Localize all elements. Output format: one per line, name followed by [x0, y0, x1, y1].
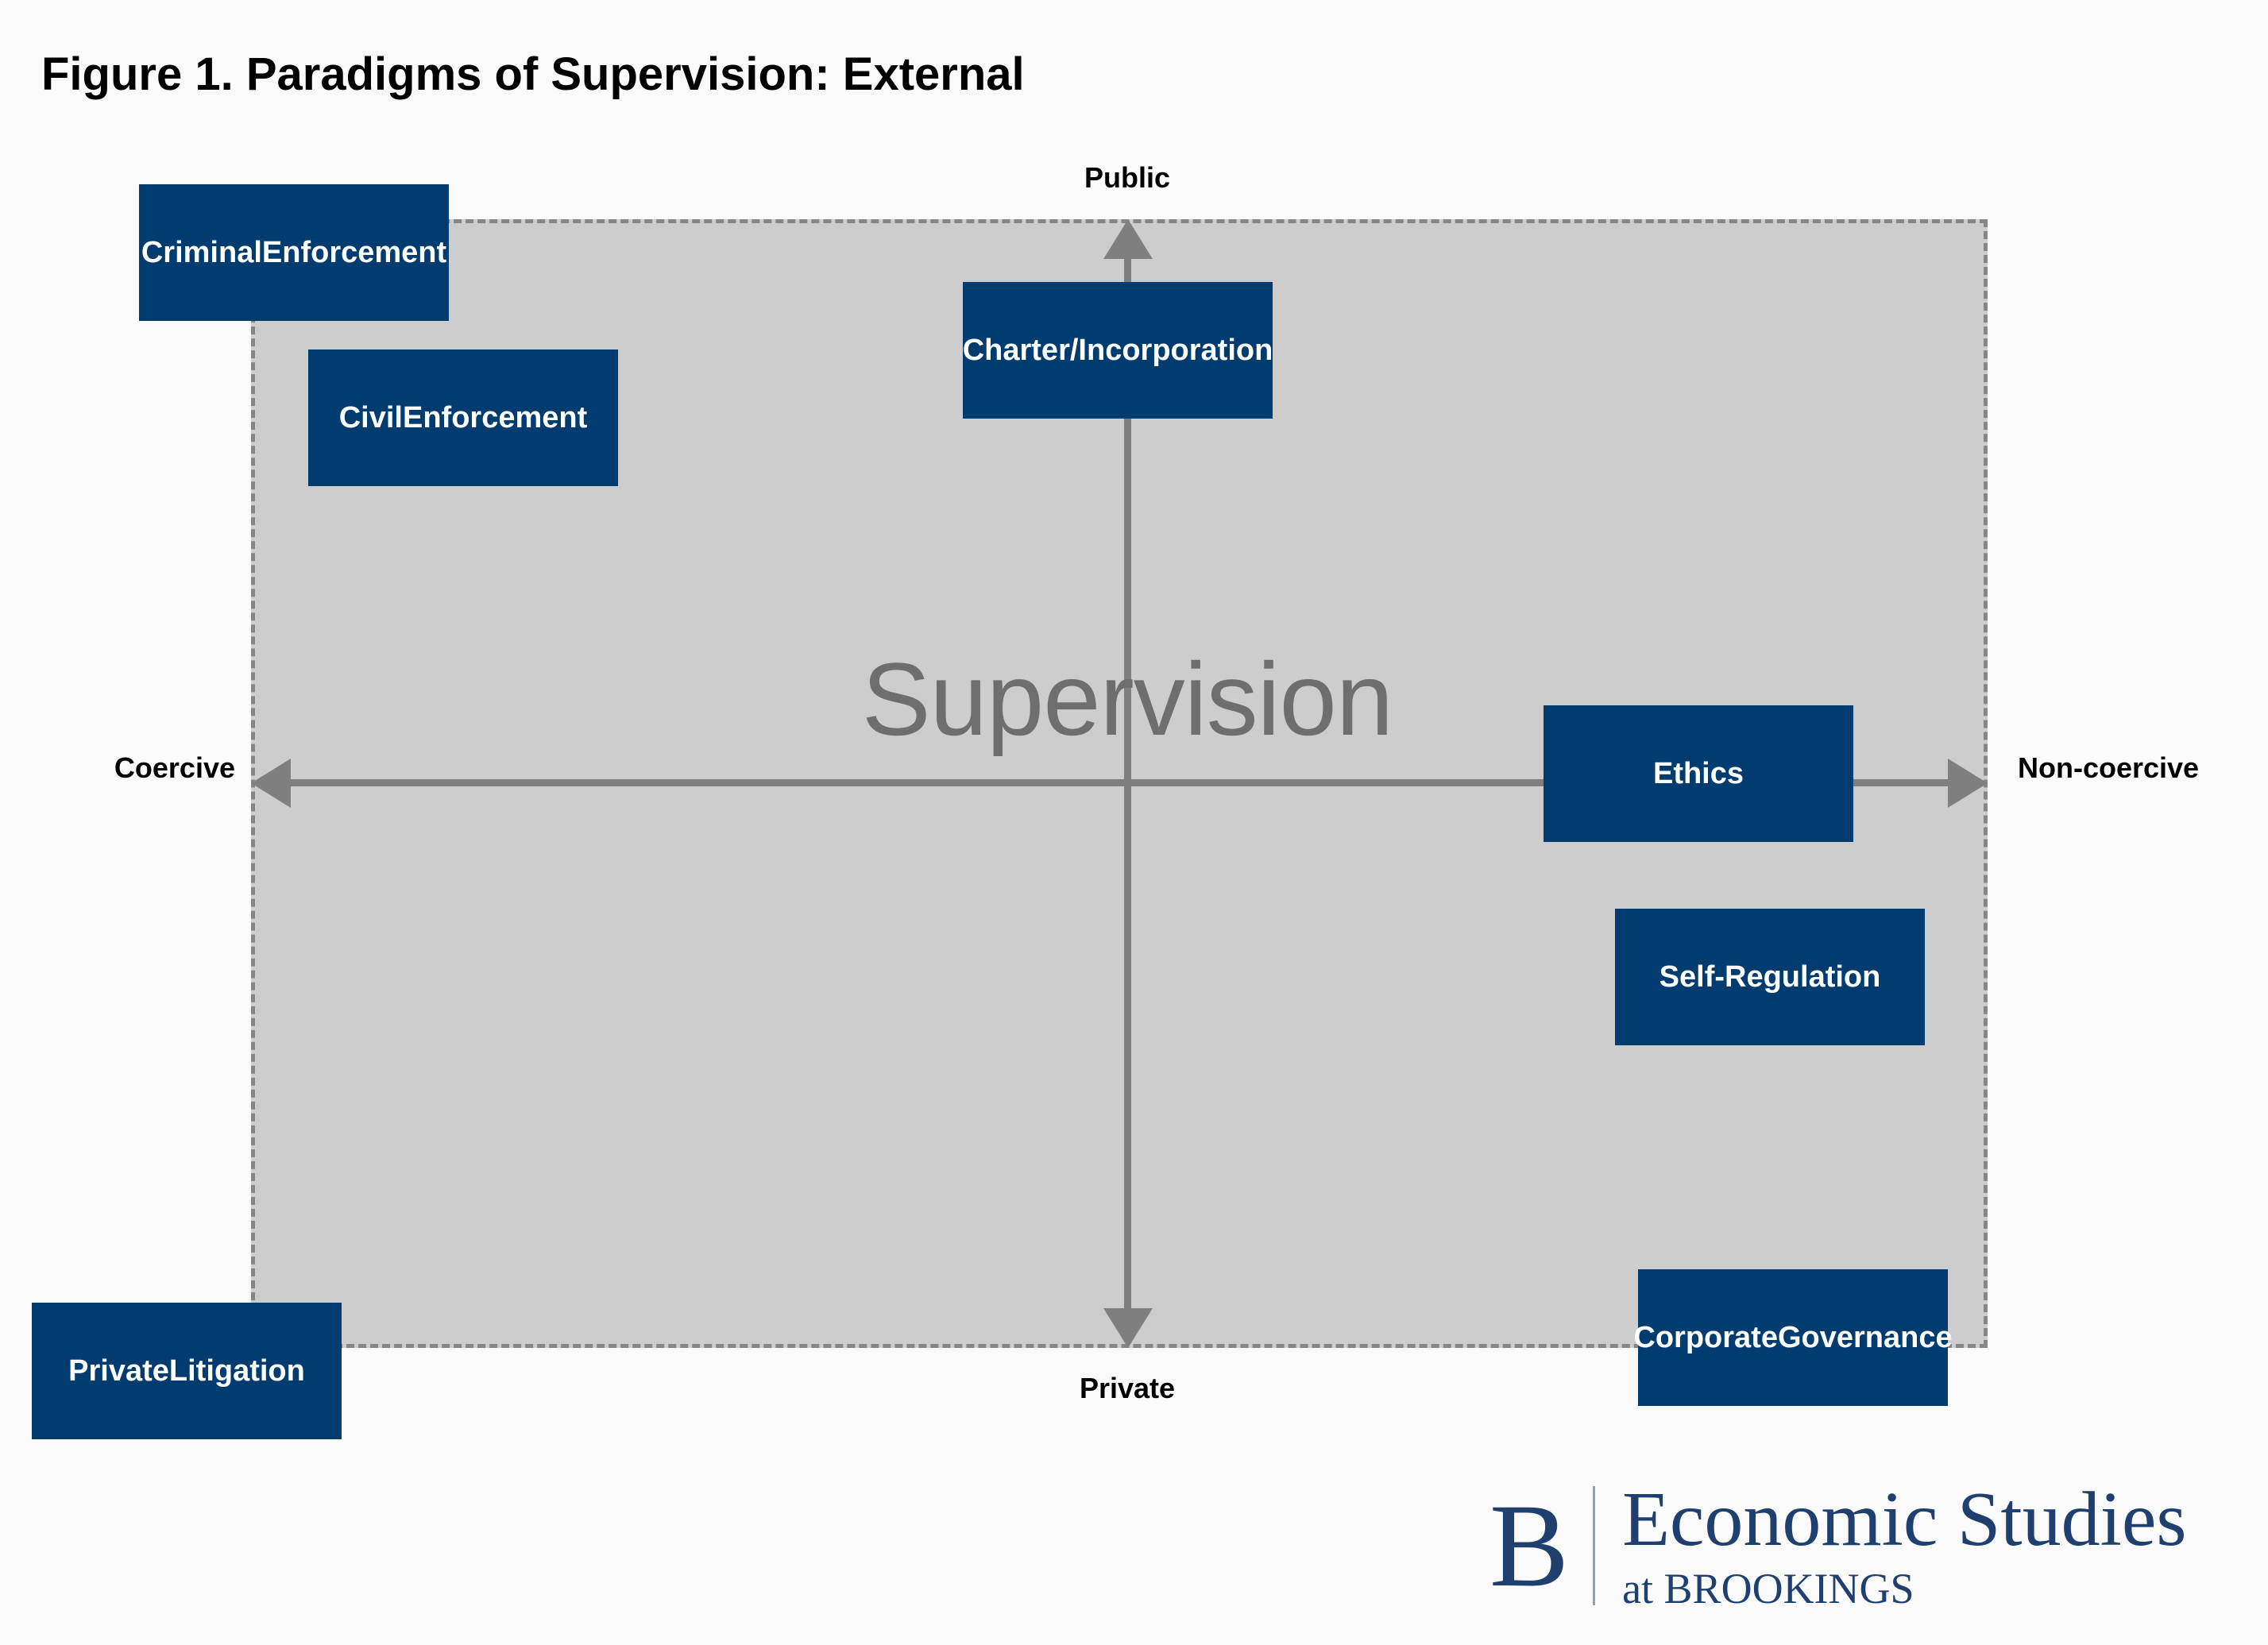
horizontal-axis — [267, 779, 1975, 786]
axis-label-private: Private — [1079, 1372, 1176, 1404]
page-title: Figure 1. Paradigms of Supervision: Exte… — [41, 48, 1025, 100]
logo-secondary-text: at BROOKINGS — [1622, 1564, 1914, 1612]
axis-label-coercive: Coercive — [114, 751, 235, 784]
axis-label-non-coercive: Non-coercive — [2018, 751, 2200, 784]
concept-box-ethics: Ethics — [1544, 705, 1853, 842]
arrow-left-icon — [251, 759, 291, 808]
logo-primary-text: Economic Studies — [1622, 1477, 2187, 1562]
brookings-monogram-icon: B — [1489, 1480, 1570, 1612]
arrow-down-icon — [1103, 1308, 1153, 1348]
concept-box-self-regulation: Self-Regulation — [1615, 909, 1925, 1045]
logo-text-block: Economic Studies at BROOKINGS — [1622, 1479, 2186, 1612]
brookings-logo: B Economic Studies at BROOKINGS — [1489, 1479, 2186, 1612]
supervision-watermark: Supervision — [861, 641, 1393, 757]
axis-label-public: Public — [1084, 161, 1171, 194]
vertical-axis — [1124, 238, 1131, 1342]
arrow-up-icon — [1103, 219, 1153, 259]
arrow-right-icon — [1948, 759, 1988, 808]
concept-box-charter-incorporation: Charter/Incorporation — [963, 282, 1273, 419]
logo-divider — [1593, 1486, 1596, 1606]
